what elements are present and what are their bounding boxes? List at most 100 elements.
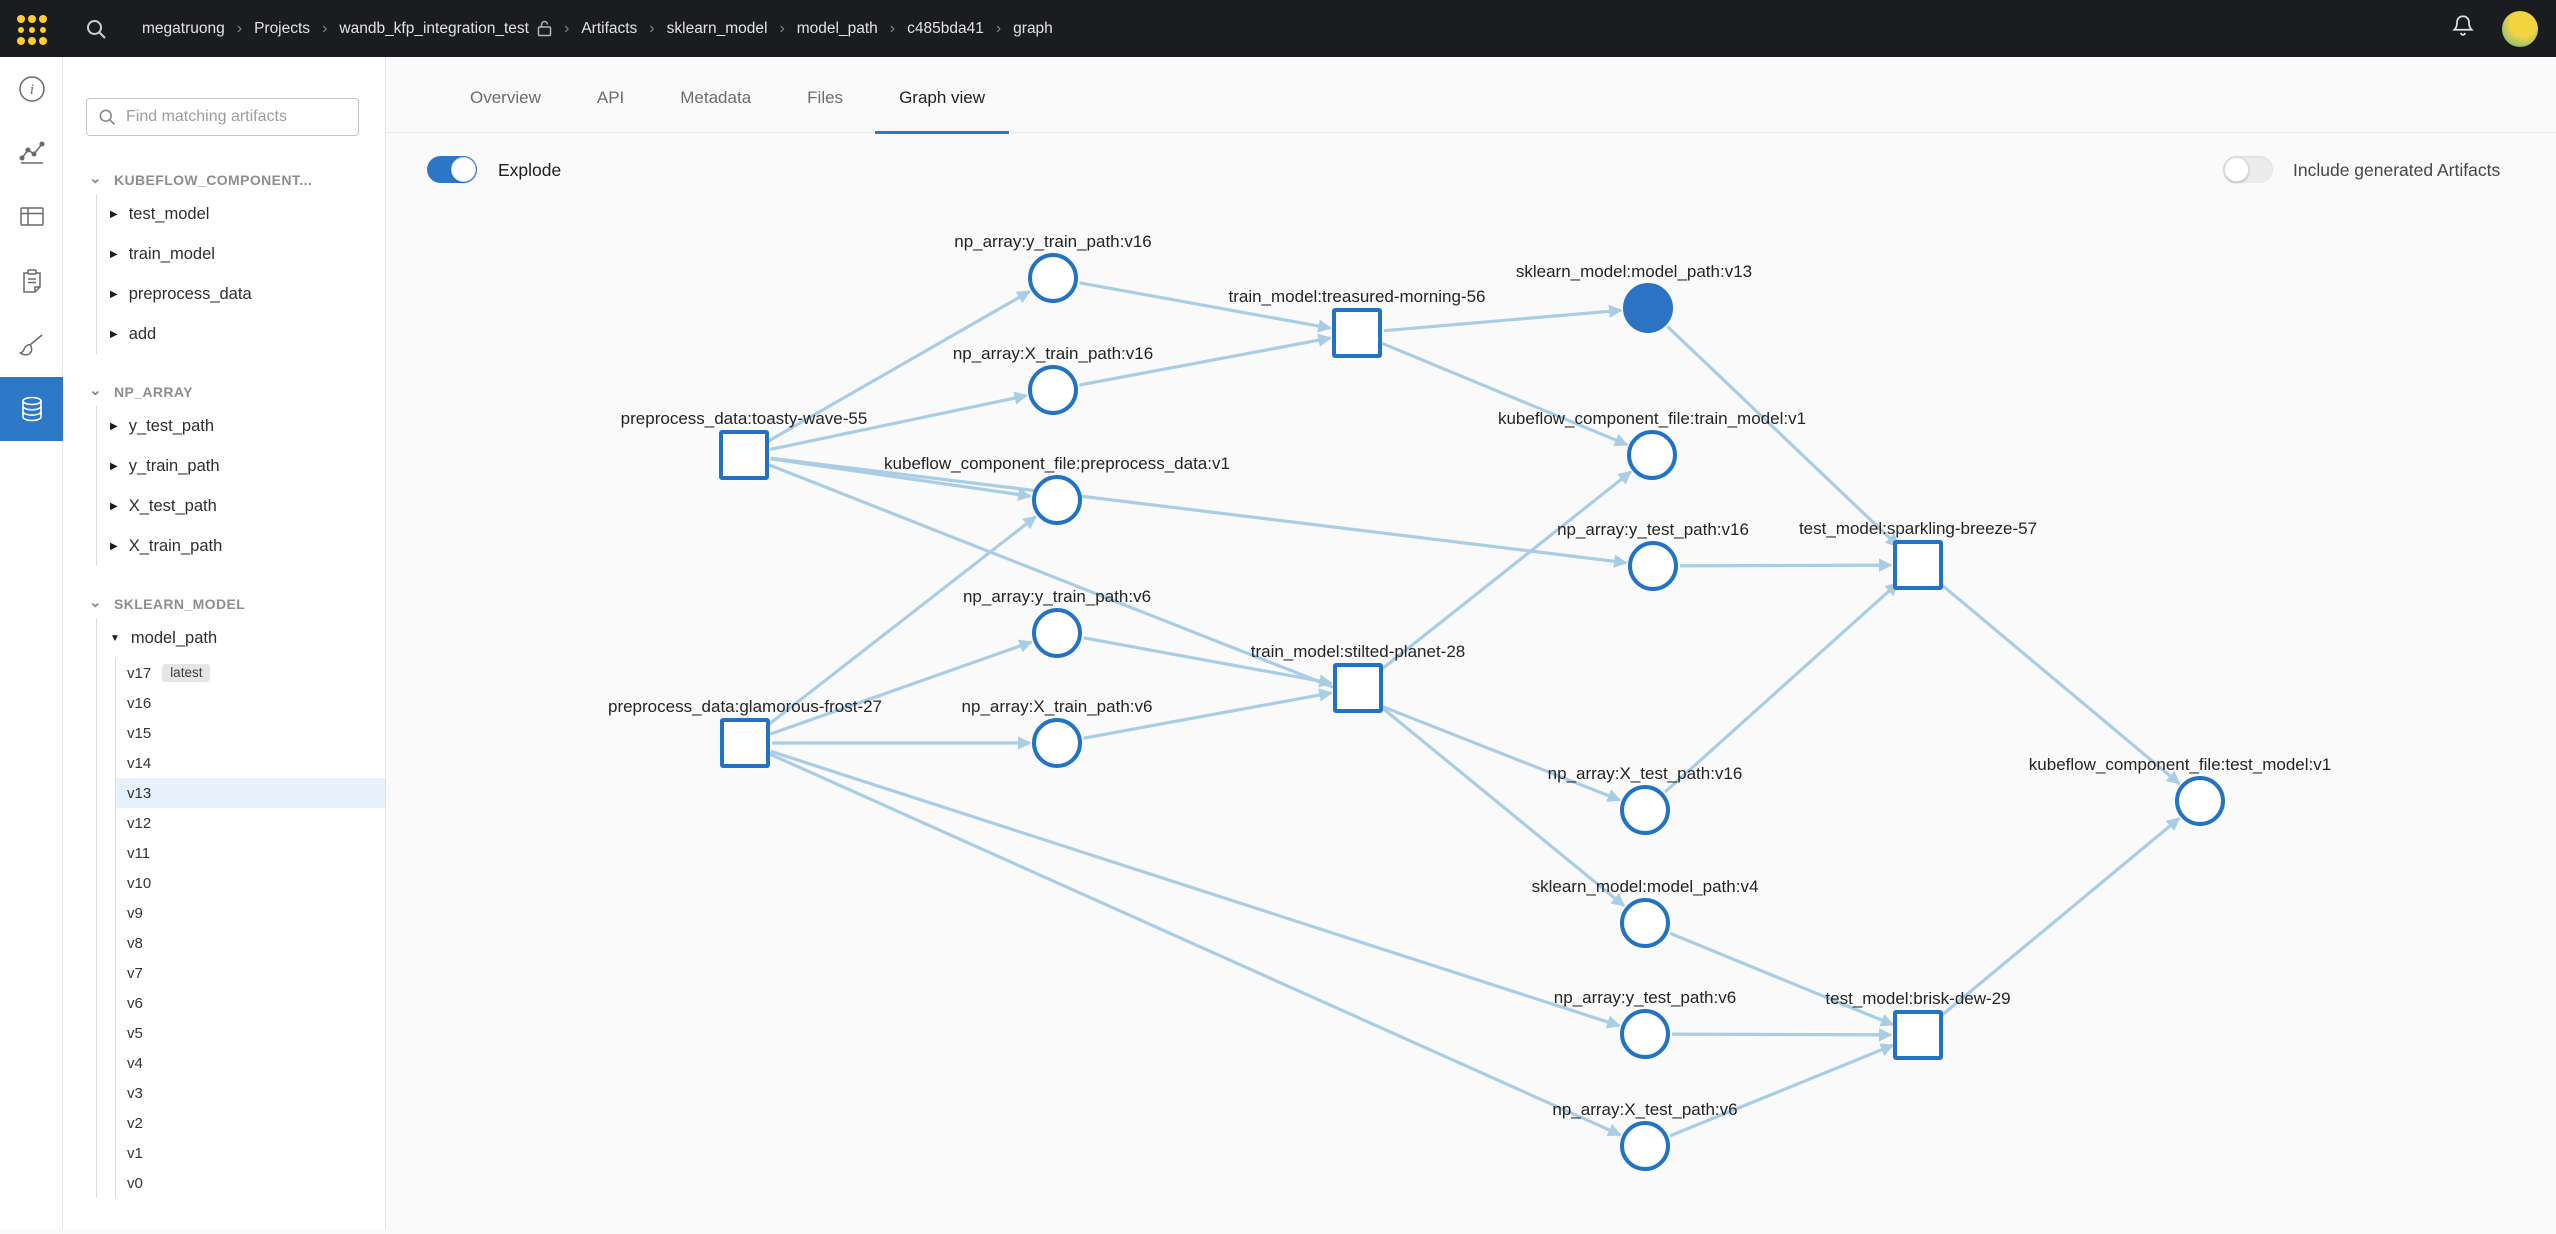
dag-node-kubeflow-component-file-test-model-v1[interactable]	[2175, 776, 2225, 826]
dag-node-np-array-y-test-path-v6[interactable]	[1620, 1009, 1670, 1059]
dag-edge-n10-n11	[1083, 636, 1333, 688]
tree-item-model-path[interactable]: ▼model_path	[110, 628, 218, 647]
tab-api[interactable]: API	[596, 88, 625, 107]
breadcrumb-graph[interactable]: graph	[1013, 19, 1053, 37]
global-search-icon[interactable]	[84, 17, 108, 41]
version-row-v5[interactable]: v5	[127, 1024, 143, 1042]
tree-item-train-model[interactable]: ▶train_model	[110, 244, 215, 263]
version-row-v16[interactable]: v16	[127, 694, 152, 712]
tree-item-y-train-path[interactable]: ▶y_train_path	[110, 456, 220, 475]
section-header-kubeflow-component[interactable]: ⌄KUBEFLOW_COMPONENT...	[89, 170, 313, 188]
caret-right-icon[interactable]: ▶	[110, 420, 118, 432]
version-row-v7[interactable]: v7	[127, 964, 143, 982]
version-row-v6[interactable]: v6	[127, 994, 143, 1012]
section-header-sklearn-model[interactable]: ⌄SKLEARN_MODEL	[89, 594, 246, 612]
artifact-search-input[interactable]	[126, 108, 348, 126]
rail-sweeps-brush-icon[interactable]	[0, 313, 63, 377]
version-row-v2[interactable]: v2	[127, 1114, 143, 1132]
dag-node-label-kubeflow-component-file-preprocess-data-v1: kubeflow_component_file:preprocess_data:…	[884, 454, 1230, 473]
breadcrumb-artifacts[interactable]: Artifacts	[581, 19, 638, 37]
artifact-browser-panel: ⌄KUBEFLOW_COMPONENT... ▶test_model ▶train_…	[63, 57, 386, 1229]
dag-node-label-train-model-treasured-morning-56: train_model:treasured-morning-56	[1228, 287, 1485, 306]
caret-right-icon[interactable]: ▶	[110, 540, 118, 552]
tab-overview[interactable]: Overview	[470, 88, 541, 107]
version-row-v12[interactable]: v12	[127, 814, 152, 832]
version-row-v13[interactable]: v13	[116, 778, 385, 808]
caret-right-icon[interactable]: ▶	[110, 460, 118, 472]
version-row-v4[interactable]: v4	[127, 1054, 143, 1072]
breadcrumb-sklearn-model[interactable]: sklearn_model	[666, 19, 768, 37]
breadcrumb-wandb-kfp-integration-test[interactable]: wandb_kfp_integration_test	[339, 20, 552, 38]
dag-node-np-array-y-train-path-v6[interactable]	[1032, 608, 1082, 658]
breadcrumb-separator: ›	[995, 19, 1002, 37]
dag-node-sklearn-model-model-path-v4[interactable]	[1620, 898, 1670, 948]
tree-item-test-model[interactable]: ▶test_model	[110, 204, 210, 223]
caret-down-icon[interactable]: ▼	[110, 632, 120, 644]
dag-node-label-test-model-brisk-dew-29: test_model:brisk-dew-29	[1825, 989, 2010, 1008]
breadcrumb-projects[interactable]: Projects	[254, 19, 311, 37]
version-row-v3[interactable]: v3	[127, 1084, 143, 1102]
caret-right-icon[interactable]: ▶	[110, 328, 118, 340]
tab-files[interactable]: Files	[807, 88, 844, 107]
wandb-logo[interactable]	[14, 12, 48, 46]
user-avatar[interactable]	[2502, 10, 2538, 47]
dag-node-kubeflow-component-file-preprocess-data-v1[interactable]	[1032, 475, 1082, 525]
dag-node-train-model-treasured-morning-56[interactable]	[1332, 308, 1382, 358]
rail-logs-clipboard-icon[interactable]	[0, 249, 63, 313]
lock-icon	[537, 20, 552, 37]
tree-item-x-train-path[interactable]: ▶X_train_path	[110, 536, 223, 555]
dag-node-train-model-stilted-planet-28[interactable]	[1333, 663, 1383, 713]
dag-node-test-model-brisk-dew-29[interactable]	[1893, 1010, 1943, 1060]
dag-node-test-model-sparkling-breeze-57[interactable]	[1893, 540, 1943, 590]
tab-graph-view[interactable]: Graph view	[875, 88, 1010, 134]
caret-right-icon[interactable]: ▶	[110, 288, 118, 300]
caret-right-icon[interactable]: ▶	[110, 500, 118, 512]
rail-workspace-chart-icon[interactable]	[0, 121, 63, 185]
notifications-bell-icon[interactable]	[2450, 13, 2476, 44]
dag-edge-n16-n18	[1669, 931, 1895, 1027]
dag-node-label-np-array-x-test-path-v6: np_array:X_test_path:v6	[1552, 1100, 1737, 1119]
dag-node-np-array-x-test-path-v6[interactable]	[1620, 1121, 1670, 1171]
artifact-search[interactable]	[86, 98, 359, 136]
dag-edge-n12-n19	[768, 752, 1622, 1137]
dag-node-np-array-x-test-path-v16[interactable]	[1620, 785, 1670, 835]
tree-item-add[interactable]: ▶add	[110, 324, 157, 343]
tree-item-x-test-path[interactable]: ▶X_test_path	[110, 496, 217, 515]
version-row-v15[interactable]: v15	[127, 724, 152, 742]
dag-node-np-array-y-test-path-v16[interactable]	[1628, 541, 1678, 591]
dag-node-sklearn-model-model-path-v13[interactable]	[1623, 283, 1673, 333]
section-header-np-array[interactable]: ⌄NP_ARRAY	[89, 382, 193, 400]
tab-metadata[interactable]: Metadata	[680, 88, 752, 107]
top-navbar: megatruong › Projects › wandb_kfp_integratio…	[0, 0, 2556, 57]
rail-info-icon[interactable]: i	[0, 57, 63, 121]
version-row-v14[interactable]: v14	[127, 754, 152, 772]
breadcrumb-model-path[interactable]: model_path	[796, 19, 878, 37]
breadcrumb-megatruong[interactable]: megatruong	[142, 19, 225, 37]
dag-node-np-array-y-train-path-v16[interactable]	[1028, 253, 1078, 303]
caret-right-icon[interactable]: ▶	[110, 248, 118, 260]
dag-node-preprocess-data-toasty-wave-55[interactable]	[719, 430, 769, 480]
dag-node-label-kubeflow-component-file-train-model-v1: kubeflow_component_file:train_model:v1	[1498, 409, 1806, 428]
version-row-v9[interactable]: v9	[127, 904, 143, 922]
breadcrumb-c485bda41[interactable]: c485bda41	[907, 19, 984, 37]
tree-item-y-test-path[interactable]: ▶y_test_path	[110, 416, 215, 435]
dag-node-np-array-x-train-path-v16[interactable]	[1028, 365, 1078, 415]
tree-item-preprocess-data[interactable]: ▶preprocess_data	[110, 284, 252, 303]
dag-node-preprocess-data-glamorous-frost-27[interactable]	[720, 718, 770, 768]
rail-artifacts-database-icon[interactable]	[0, 377, 63, 441]
dag-node-np-array-x-train-path-v6[interactable]	[1032, 718, 1082, 768]
rail-table-icon[interactable]	[0, 185, 63, 249]
breadcrumb-separator: ›	[779, 19, 785, 37]
dag-node-kubeflow-component-file-train-model-v1[interactable]	[1627, 430, 1677, 480]
include-generated-artifacts-toggle[interactable]	[2223, 156, 2273, 183]
version-row-v1[interactable]: v1	[127, 1144, 143, 1162]
version-row-v0[interactable]: v0	[127, 1174, 143, 1192]
caret-right-icon[interactable]: ▶	[110, 208, 118, 220]
explode-toggle[interactable]	[427, 156, 477, 183]
version-row-v11[interactable]: v11	[127, 844, 151, 862]
version-row-v10[interactable]: v10	[127, 874, 152, 892]
version-row-v8[interactable]: v8	[127, 934, 143, 952]
